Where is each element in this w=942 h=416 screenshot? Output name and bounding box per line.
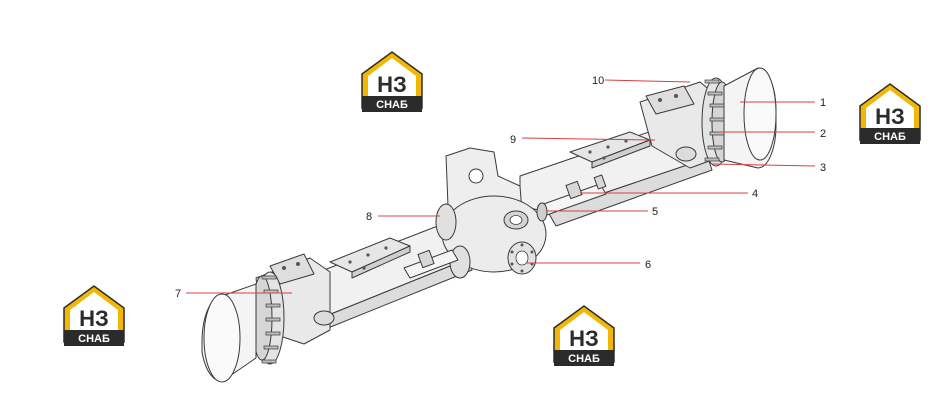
- logo-word: СНАБ: [568, 353, 600, 365]
- logo-word: СНАБ: [874, 131, 906, 143]
- leader-9: [521, 137, 656, 141]
- watermark-logo-left: НЗ СНАБ: [63, 285, 125, 347]
- callout-2: 2: [820, 128, 826, 140]
- logo-letters: НЗ: [569, 326, 599, 351]
- callout-7: 7: [175, 288, 181, 300]
- watermark-logo-top: НЗ СНАБ: [361, 51, 423, 113]
- logo-letters: НЗ: [377, 72, 407, 97]
- callout-5: 5: [652, 206, 658, 218]
- callout-1: 1: [820, 97, 826, 109]
- logo-letters: НЗ: [875, 104, 905, 129]
- callout-3: 3: [820, 162, 826, 174]
- callout-6: 6: [645, 259, 651, 271]
- logo-word: СНАБ: [78, 333, 110, 345]
- callout-labels: 10 1 2 3 9 4 5 6 8 7: [175, 75, 826, 300]
- leader-lines: [186, 79, 816, 294]
- callout-8: 8: [366, 211, 372, 223]
- leader-10: [604, 79, 691, 83]
- watermark-logo-bottom: НЗ СНАБ: [553, 305, 615, 367]
- callout-10: 10: [592, 75, 604, 87]
- callout-4: 4: [752, 188, 758, 200]
- axle-assembly: [201, 67, 777, 383]
- logo-word: СНАБ: [376, 99, 408, 111]
- leader-3: [711, 163, 816, 167]
- watermark-logo-right: НЗ СНАБ: [859, 83, 921, 145]
- callout-9: 9: [510, 134, 516, 146]
- logo-letters: НЗ: [79, 306, 109, 331]
